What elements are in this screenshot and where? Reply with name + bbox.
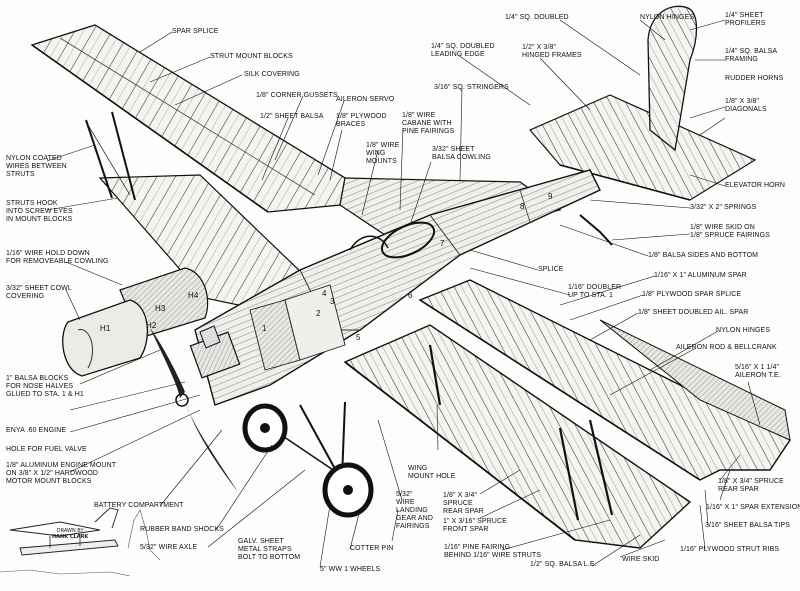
engine-and-mount <box>175 325 241 407</box>
label-cotter-pin: COTTER PIN <box>350 545 394 552</box>
propeller <box>150 328 238 492</box>
station-mark-7: 7 <box>440 239 445 248</box>
label-sheet-cowl-covering: 3/32" SHEET COWL COVERING <box>6 285 72 300</box>
label-balsa-framing: 1/4" SQ. BALSA FRAMING <box>725 48 778 63</box>
horizontal-stabilizer <box>529 94 757 201</box>
label-wing-mount-hole: WING MOUNT HOLE <box>408 465 456 480</box>
removable-cowling <box>62 267 209 377</box>
label-silk-covering: SILK COVERING <box>244 71 300 78</box>
label-wire-hold-down: 1/16" WIRE HOLD DOWN FOR REMOVEABLE COWL… <box>6 250 109 265</box>
label-leading-edge: 1/4" SQ. DOUBLED LEADING EDGE <box>431 43 495 58</box>
label-aluminum-engine-mount: 1/8" ALUMINUM ENGINE MOUNT ON 3/8" X 1/2… <box>6 462 117 485</box>
leader-lines <box>46 19 761 568</box>
label-diagonals: 1/8" X 3/8" DIAGONALS <box>725 98 767 113</box>
tail-skid <box>579 214 613 246</box>
station-mark-1: 1 <box>262 324 267 333</box>
upper-wing-right-front <box>418 279 792 481</box>
part-mark-h2: H2 <box>146 321 157 330</box>
label-balsa-le: 1/2" SQ. BALSA L.E. <box>530 561 597 568</box>
label-strut-mount-blocks: STRUT MOUNT BLOCKS <box>210 53 293 60</box>
label-battery-compartment: BATTERY COMPARTMENT <box>94 502 184 509</box>
part-mark-h4: H4 <box>188 291 199 300</box>
label-enya-engine: ENYA .60 ENGINE <box>6 427 67 434</box>
label-balsa-blocks: 1" BALSA BLOCKS FOR NOSE HALVES GLUED TO… <box>6 375 84 398</box>
part-mark-h1: H1 <box>100 324 111 333</box>
label-aluminum-spar: 1/16" X 1" ALUMINUM SPAR <box>654 272 747 279</box>
artist-credit: DRAWN BY HANK CLARK <box>52 528 88 540</box>
label-wire-skid-on-fairings: 1/8" WIRE SKID ON 1/8" SPRUCE FAIRINGS <box>690 224 770 239</box>
upper-wing-left <box>30 24 346 213</box>
label-wire-axle: 5/32" WIRE AXLE <box>140 544 198 551</box>
label-nylon-hinges-mid: NYLON HINGES <box>716 327 771 334</box>
station-mark-4: 4 <box>322 289 327 298</box>
fuselage <box>194 169 601 406</box>
label-elevator-horn: ELEVATOR HORN <box>725 182 786 189</box>
left-interplane-struts <box>85 111 136 201</box>
label-fuel-valve-hole: HOLE FOR FUEL VALVE <box>6 446 87 453</box>
label-balsa-sides-bottom: 1/8" BALSA SIDES AND BOTTOM <box>648 252 759 259</box>
label-sheet-profilers: 1/4" SHEET PROFILERS <box>725 12 766 27</box>
label-splice: SPLICE <box>538 266 564 273</box>
label-rudder-horns: RUDDER HORNS <box>725 75 784 82</box>
label-hinged-frames: 1/2" X 3/8" HINGED FRAMES <box>522 44 582 59</box>
label-rubber-band-shocks: RUBBER BAND SHOCKS <box>140 526 224 533</box>
seaplane-thumbnail <box>0 507 161 577</box>
station-mark-6: 6 <box>408 291 413 300</box>
station-mark-5: 5 <box>356 333 361 342</box>
credit-drawn-by: DRAWN BY <box>56 528 84 534</box>
label-ww1-wheels: 5" WW 1 WHEELS <box>320 566 381 573</box>
label-plywood-braces: 1/8" PLYWOOD BRACES <box>336 113 387 128</box>
label-sheet-balsa: 1/2" SHEET BALSA <box>260 113 324 120</box>
part-mark-h3: H3 <box>155 304 166 313</box>
label-springs: 3/32" X 2" SPRINGS <box>690 204 757 211</box>
label-sq-doubled: 1/4" SQ. DOUBLED <box>505 14 569 21</box>
label-wire-skid: WIRE SKID <box>622 556 660 563</box>
landing-gear <box>242 401 374 518</box>
label-sheet-balsa-tips: 3/16" SHEET BALSA TIPS <box>705 522 790 529</box>
label-spruce-rear-spar: 1/8" X 3/4" SPRUCE REAR SPAR <box>443 492 484 515</box>
label-corner-gussets: 1/8" CORNER GUSSETS <box>256 92 338 99</box>
label-landing-gear-wire: 5/32" WIRE LANDING GEAR AND FAIRINGS <box>396 491 433 530</box>
station-mark-9: 9 <box>548 192 553 201</box>
label-aileron-rod: AILERON ROD & BELLCRANK <box>676 344 777 351</box>
label-aileron-te: 5/16" X 1 1/4" AILERON T.E. <box>735 364 781 379</box>
label-struts-hook: STRUTS HOOK INTO SCREW EYES IN MOUNT BLO… <box>6 200 73 223</box>
label-spar-extension: 1/16" X 1" SPAR EXTENSION <box>706 504 800 511</box>
label-aileron-servo: AILERON SERVO <box>336 96 395 103</box>
label-sq-stringers: 3/16" SQ. STRINGERS <box>434 84 509 91</box>
station-mark-3: 3 <box>330 297 335 306</box>
label-sheet-doubled-ail-spar: 1/8" SHEET DOUBLED AIL. SPAR <box>638 309 749 316</box>
label-doubler: 1/16" DOUBLER UP TO STA. 1 <box>568 284 622 299</box>
vertical-fin-rudder <box>647 5 698 152</box>
label-nylon-hinges-top: NYLON HINGES <box>640 14 695 21</box>
label-galv-sheet: GALV. SHEET METAL STRAPS BOLT TO BOTTOM <box>238 538 301 561</box>
label-wire-cabane: 1/8" WIRE CABANE WITH PINE FAIRINGS <box>402 112 455 135</box>
station-mark-2: 2 <box>316 309 321 318</box>
label-spruce-front-spar: 1" X 3/16" SPRUCE FRONT SPAR <box>443 518 507 533</box>
label-nylon-coated-wires: NYLON COATED WIRES BETWEEN STRUTS <box>6 155 67 178</box>
label-spar-splice: SPAR SPLICE <box>172 28 219 35</box>
lower-wing-right <box>343 324 692 549</box>
label-spruce-rear-spar-right: 1/8" X 3/4" SPRUCE REAR SPAR <box>718 478 784 493</box>
label-wire-wing-mounts: 1/8" WIRE WING MOUNTS <box>366 142 400 165</box>
label-pine-fairing: 1/16" PINE FAIRING BEHIND 1/16" WIRE STR… <box>444 544 542 559</box>
right-interplane-struts <box>428 344 614 521</box>
label-plywood-spar-splice: 1/8" PLYWOOD SPAR SPLICE <box>642 291 742 298</box>
station-mark-8: 8 <box>520 202 525 211</box>
label-balsa-cowling: 3/32" SHEET BALSA COWLING <box>432 146 491 161</box>
label-plywood-strut-ribs: 1/16" PLYWOOD STRUT RIBS <box>680 546 780 553</box>
credit-artist-name: HANK CLARK <box>52 534 89 540</box>
